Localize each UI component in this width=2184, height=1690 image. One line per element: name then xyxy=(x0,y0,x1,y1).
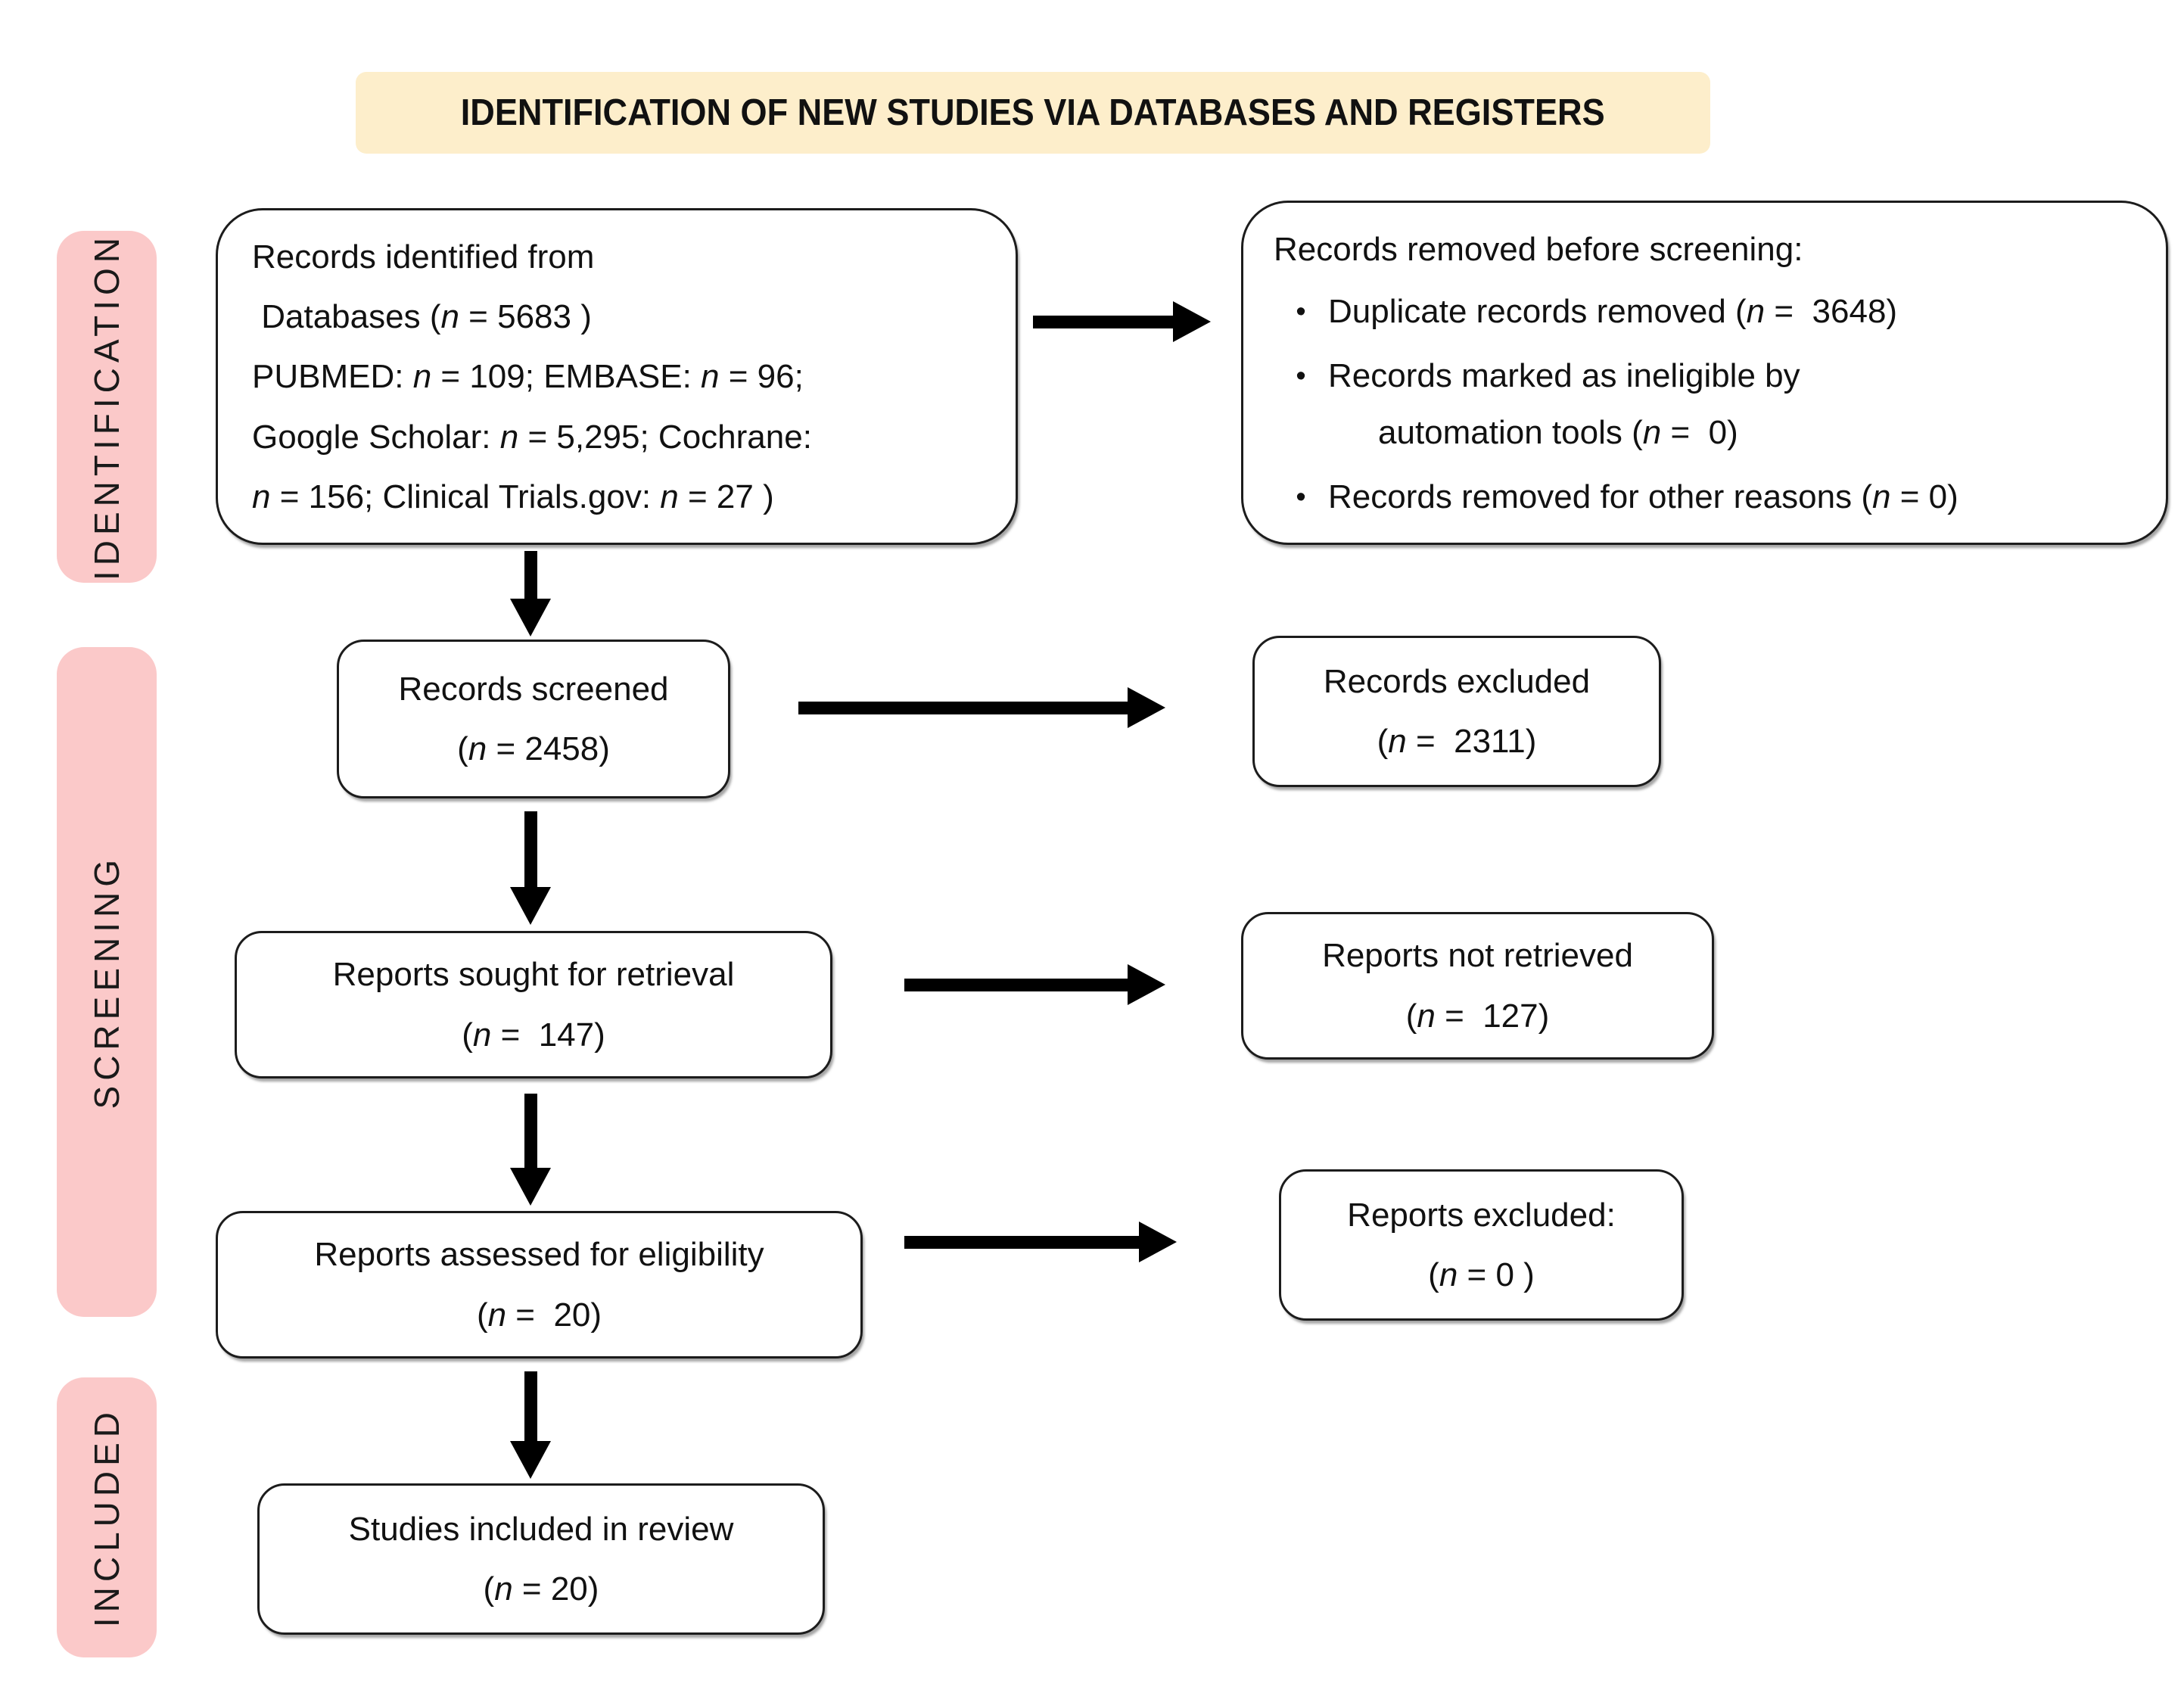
title-banner: IDENTIFICATION OF NEW STUDIES VIA DATABA… xyxy=(356,72,1710,154)
page-title: IDENTIFICATION OF NEW STUDIES VIA DATABA… xyxy=(461,92,1605,133)
arrow-right-assessed-to-excluded-icon xyxy=(904,1222,1177,1262)
arrow-right-sought-to-not-retrieved-icon xyxy=(904,964,1165,1005)
box-count: (n = 20) xyxy=(483,1570,599,1608)
box-line: Databases (n = 5683 ) xyxy=(252,298,592,336)
box-line: PUBMED: n = 109; EMBASE: n = 96; xyxy=(252,358,804,396)
arrow-right-identified-to-removed-icon xyxy=(1033,301,1211,342)
arrow-down-screened-to-sought-icon xyxy=(510,811,551,925)
box-records-screened: Records screened (n = 2458) xyxy=(337,640,730,798)
box-line: Reports not retrieved xyxy=(1322,937,1633,975)
bullet-line: Records removed for other reasons (n = 0… xyxy=(1328,478,1958,515)
stage-label-text: SCREENING xyxy=(87,854,126,1110)
stage-label-included: INCLUDED xyxy=(57,1377,157,1657)
bullet-item: • Duplicate records removed (n = 3648) xyxy=(1274,284,2136,341)
box-count: (n = 20) xyxy=(476,1296,602,1334)
box-reports-not-retrieved: Reports not retrieved (n = 127) xyxy=(1241,912,1714,1060)
box-line: Records excluded xyxy=(1323,662,1591,700)
arrow-right-screened-to-excluded-icon xyxy=(798,687,1165,728)
bullet-dot: • xyxy=(1296,359,1306,392)
box-line: Records screened xyxy=(398,670,669,708)
stage-label-identification: IDENTIFICATION xyxy=(57,231,157,583)
bullet-line: Duplicate records removed (n = 3648) xyxy=(1328,293,1898,331)
bullet-line: automation tools (n = 0) xyxy=(1378,413,1738,451)
box-reports-sought: Reports sought for retrieval (n = 147) xyxy=(235,931,832,1078)
box-records-removed: Records removed before screening: • Dupl… xyxy=(1241,201,2168,545)
bullet-dot: • xyxy=(1296,296,1306,328)
box-line: Studies included in review xyxy=(348,1510,734,1548)
bullet-item: • Records removed for other reasons (n =… xyxy=(1274,469,2136,526)
box-line: Reports excluded: xyxy=(1347,1196,1616,1234)
stage-label-screening: SCREENING xyxy=(57,647,157,1317)
box-line: Records identified from xyxy=(252,238,595,275)
box-line: n = 156; Clinical Trials.gov: n = 27 ) xyxy=(252,478,774,515)
box-records-excluded: Records excluded (n = 2311) xyxy=(1252,636,1661,787)
box-count: (n = 147) xyxy=(462,1016,605,1054)
box-line: Reports sought for retrieval xyxy=(332,956,735,994)
box-count: (n = 2458) xyxy=(457,730,610,767)
box-heading: Records removed before screening: xyxy=(1274,231,1803,268)
box-count: (n = 0 ) xyxy=(1428,1256,1535,1293)
box-line: Reports assessed for eligibility xyxy=(314,1236,764,1274)
bullet-dot: • xyxy=(1296,481,1306,513)
box-reports-assessed: Reports assessed for eligibility (n = 20… xyxy=(216,1211,863,1359)
box-count: (n = 127) xyxy=(1405,997,1550,1035)
stage-label-text: IDENTIFICATION xyxy=(87,232,126,581)
stage-label-text: INCLUDED xyxy=(87,1407,126,1628)
arrow-down-sought-to-assessed-icon xyxy=(510,1094,551,1206)
box-line: Google Scholar: n = 5,295; Cochrane: xyxy=(252,418,812,456)
box-count: (n = 2311) xyxy=(1377,723,1537,760)
bullet-line: Records marked as ineligible by xyxy=(1328,356,1800,394)
box-studies-included: Studies included in review (n = 20) xyxy=(257,1483,825,1635)
bullet-item: • Records marked as ineligible by automa… xyxy=(1274,348,2136,462)
arrow-down-assessed-to-included-icon xyxy=(510,1371,551,1479)
box-records-identified: Records identified from Databases (n = 5… xyxy=(216,208,1018,545)
arrow-down-identified-to-screened-icon xyxy=(510,551,551,636)
box-reports-excluded: Reports excluded: (n = 0 ) xyxy=(1279,1169,1684,1321)
